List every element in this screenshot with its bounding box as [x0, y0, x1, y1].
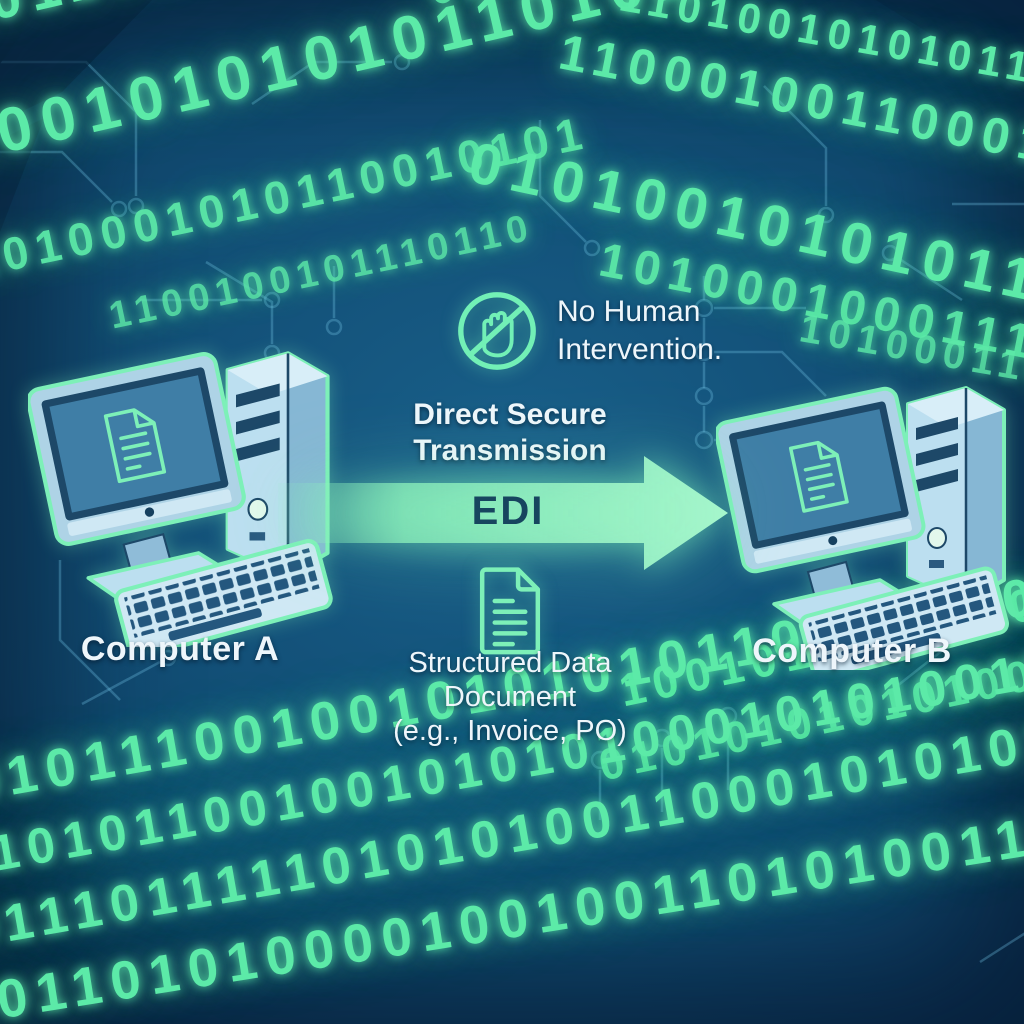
edi-arrow: EDI [278, 450, 734, 576]
transmission-line1: Direct Secure [413, 398, 607, 431]
no-human-intervention: No Human Intervention. [452, 286, 722, 376]
transmission-label: Direct Secure Transmission [300, 397, 720, 469]
document-label-line2: Document [443, 681, 577, 713]
document-label-line3: (e.g., Invoice, PO) [393, 715, 627, 747]
transmission-line2: Transmission [413, 434, 607, 467]
right-arrow-icon [278, 456, 728, 570]
document-label: Structured Data Document (e.g., Invoice,… [290, 646, 730, 748]
no-human-line1: No Human [557, 295, 701, 328]
no-human-line2: Intervention. [557, 333, 723, 366]
document-icon [479, 567, 541, 655]
document-label-line1: Structured Data [408, 647, 612, 679]
computer-b-illustration [716, 384, 1012, 670]
computer-a-label: Computer A [80, 630, 280, 668]
edi-arrow-label: EDI [471, 489, 545, 533]
no-touch-hand-icon [458, 292, 536, 370]
computer-b-label: Computer B [752, 632, 952, 670]
